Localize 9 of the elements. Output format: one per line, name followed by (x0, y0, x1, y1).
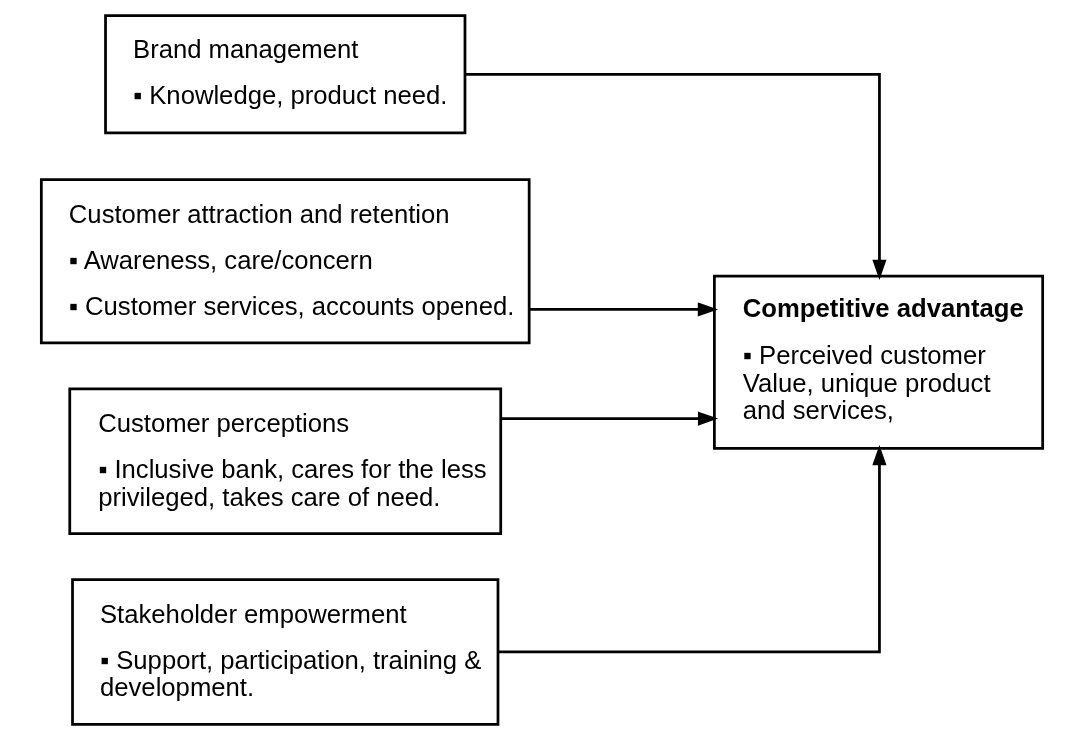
node-box: Competitive advantage ▪ Perceived customer Value, unique product and services, (713, 274, 1045, 450)
arrow (498, 445, 887, 654)
arrow (501, 411, 719, 426)
node-box: Stakeholder empowerment ▪ Support, participation, training & development. (71, 578, 500, 726)
arrow (530, 302, 718, 317)
node-box: Brand management ▪ Knowledge, product need. (104, 14, 467, 135)
arrow (465, 72, 887, 280)
node-box: Customer perceptions ▪ Inclusive bank, cares for the less privileged, takes care of need. (68, 387, 503, 536)
node-box: Customer attraction and retention ▪ Awareness, care/concern ▪ Customer services, accounts opened. (39, 178, 531, 345)
